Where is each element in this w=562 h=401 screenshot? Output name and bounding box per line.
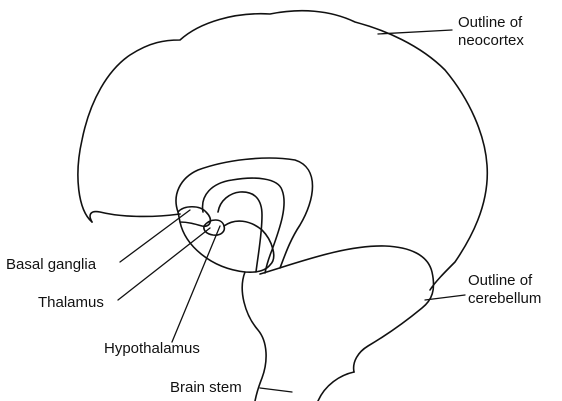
cerebellum-label-line2: cerebellum <box>468 290 541 308</box>
hypothalamus-leader <box>172 226 220 342</box>
brainstem-outline <box>242 272 266 401</box>
neocortex-label: Outline of neocortex <box>458 14 524 50</box>
brainstem-inner <box>318 372 354 401</box>
fornix-arc <box>218 192 262 272</box>
cerebellum-outline <box>260 246 434 372</box>
neocortex-leader <box>378 30 452 34</box>
thalamus-label: Thalamus <box>38 294 104 312</box>
brain-stem-label: Brain stem <box>170 379 242 397</box>
neocortex-label-line2: neocortex <box>458 32 524 50</box>
cerebellum-label: Outline of cerebellum <box>468 272 541 308</box>
thalamus-shape <box>204 220 225 235</box>
brain-stem-leader <box>260 388 292 392</box>
basal-ganglia-label: Basal ganglia <box>6 256 96 274</box>
thalamus-leader <box>118 228 210 300</box>
cerebellum-label-line1: Outline of <box>468 272 541 290</box>
basal-ganglia-leader <box>120 210 190 262</box>
corpus-callosum-arc <box>176 158 312 268</box>
frontal-lower-edge <box>90 212 180 222</box>
neocortex-label-line1: Outline of <box>458 14 524 32</box>
hypothalamus-label: Hypothalamus <box>104 340 200 358</box>
